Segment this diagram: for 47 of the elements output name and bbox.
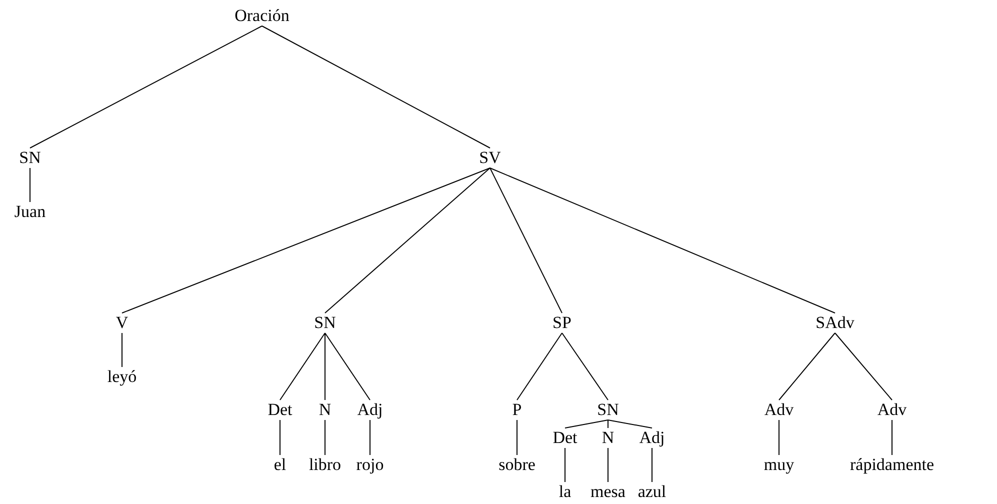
tree-label: Oración <box>234 6 290 26</box>
tree-label: Det <box>552 428 578 448</box>
tree-label: N <box>602 428 614 448</box>
tree-label: SP <box>552 313 572 333</box>
tree-label: V <box>116 313 128 333</box>
tree-branch <box>280 332 326 400</box>
tree-branch <box>564 420 608 428</box>
tree-label: el <box>274 455 286 475</box>
tree-branch <box>834 332 892 400</box>
tree-label: rápidamente <box>850 455 934 475</box>
tree-branch <box>324 332 326 400</box>
tree-branch <box>608 420 652 428</box>
tree-label: Adv <box>877 400 907 420</box>
tree-label: P <box>512 400 522 420</box>
tree-label: libro <box>308 455 342 475</box>
tree-branch <box>324 420 326 456</box>
tree-label: azul <box>638 482 666 502</box>
tree-label: Juan <box>14 202 46 222</box>
tree-label: rojo <box>356 455 384 475</box>
tree-branch <box>490 168 836 314</box>
tree-branch <box>564 448 566 482</box>
tree-branch <box>490 168 562 314</box>
tree-label: N <box>318 400 332 420</box>
tree-label: Adj <box>639 428 665 448</box>
tree-label: Adj <box>357 400 383 420</box>
tree-branch <box>562 332 608 400</box>
tree-label: SV <box>479 148 501 168</box>
tree-branch <box>778 332 836 400</box>
tree-branch <box>324 332 370 400</box>
tree-label: mesa <box>590 482 626 502</box>
tree-branch <box>262 26 490 148</box>
tree-label: muy <box>764 455 794 475</box>
tree-branch <box>516 420 518 456</box>
tree-label: la <box>558 482 572 502</box>
tree-branch <box>30 26 262 148</box>
tree-branch <box>516 332 562 400</box>
tree-label: SAdv <box>816 313 854 333</box>
tree-label: SN <box>19 148 41 168</box>
tree-label: SN <box>597 400 619 420</box>
tree-label: Adv <box>764 400 794 420</box>
tree-label: sobre <box>498 455 536 475</box>
tree-branch <box>122 168 490 314</box>
tree-branch <box>778 420 780 456</box>
tree-label: Det <box>268 400 292 420</box>
tree-label: leyó <box>107 367 137 387</box>
tree-branch <box>324 168 490 314</box>
tree-label: SN <box>314 313 336 333</box>
